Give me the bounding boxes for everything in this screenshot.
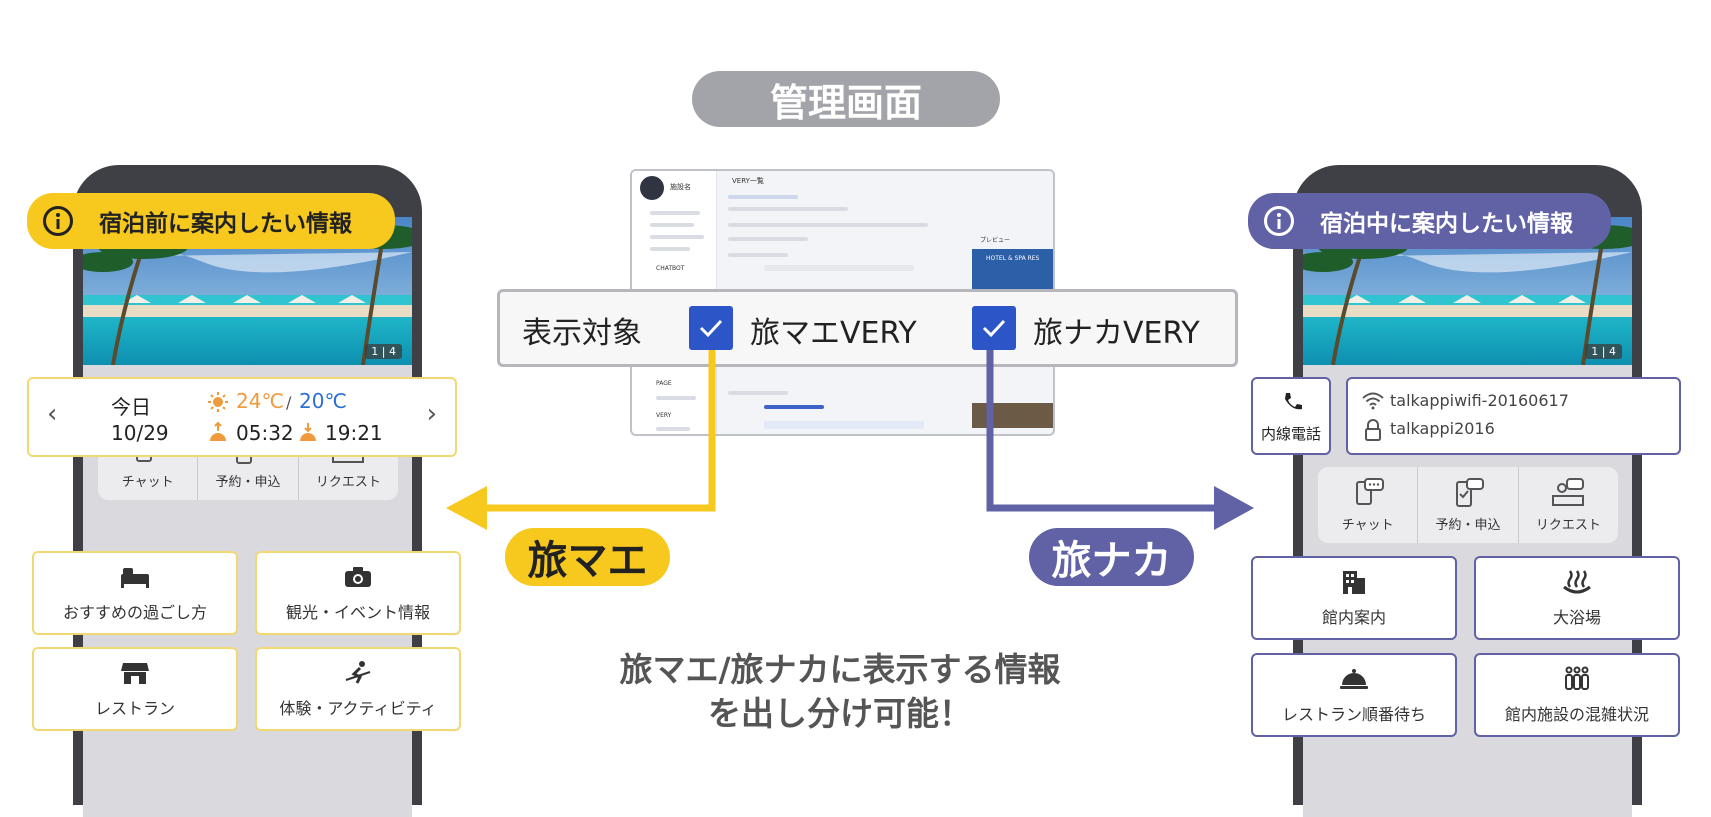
store-icon (121, 659, 149, 687)
before-stay-badge: 宿泊前に案内したい情報 (27, 193, 395, 249)
tile-public-bath[interactable]: 大浴場 (1474, 556, 1680, 640)
cloche-icon (1339, 665, 1369, 693)
tile-restaurant[interactable]: レストラン (32, 647, 238, 731)
temp-separator: / (286, 393, 292, 412)
caption: 旅マエ/旅ナカに表示する情報 を出し分け可能！ (560, 648, 1120, 736)
admin-header-title: VERY一覧 (732, 177, 764, 185)
temp-low: 20℃ (299, 389, 347, 413)
right-arrow-head (1214, 486, 1254, 530)
info-icon (43, 206, 73, 236)
during-stay-option-label: 旅ナカVERY (1033, 316, 1200, 351)
wifi-ssid: talkappiwifi-20160617 (1390, 391, 1569, 410)
sunrise-time: 05:32 (236, 421, 294, 445)
phone-screen: 1 | 4 チャット 予約・申込 リクエスト (83, 217, 412, 817)
during-stay-label: 旅ナカ (1029, 528, 1194, 586)
display-target-label: 表示対象 (522, 316, 642, 351)
phone-icon (1281, 391, 1303, 417)
reservation-action[interactable]: 予約・申込 (1418, 467, 1519, 543)
caption-line-2: を出し分け可能！ (708, 694, 972, 733)
ski-icon (344, 659, 372, 687)
weather-card: ‹ › 今日 10/29 24℃ / 20℃ 05:32 19:21 (27, 377, 457, 457)
extension-phone-label: 内線電話 (1260, 425, 1321, 443)
chat-action[interactable]: チャット (1318, 467, 1419, 543)
wifi-icon (1362, 392, 1384, 414)
lock-icon (1364, 419, 1382, 445)
image-pager: 1 | 4 (1585, 344, 1622, 359)
admin-title: 管理画面 (692, 71, 1000, 127)
date-label: 10/29 (111, 421, 169, 445)
during-stay-badge: 宿泊中に案内したい情報 (1248, 193, 1611, 249)
admin-preview-label: プレビュー (980, 237, 1011, 244)
request-action[interactable]: リクエスト (1519, 467, 1618, 543)
day-label: 今日 (111, 395, 151, 419)
image-pager: 1 | 4 (365, 344, 402, 359)
extension-phone-card[interactable]: 内線電話 (1251, 377, 1331, 455)
prev-day-button[interactable]: ‹ (47, 399, 58, 429)
admin-nav-page[interactable]: PAGE (656, 380, 672, 387)
hotel-banner-text: HOTEL & SPA RES (986, 255, 1040, 262)
wifi-card: talkappiwifi-20160617 talkappi2016 (1346, 377, 1681, 455)
chat-icon (1355, 477, 1384, 505)
display-target-bar: 表示対象 旅マエVERY 旅ナカVERY (497, 289, 1238, 367)
tile-facility-guide[interactable]: 館内案内 (1251, 556, 1457, 640)
bed-icon (120, 563, 150, 591)
sun-icon (207, 391, 229, 417)
admin-nav-very[interactable]: VERY (656, 412, 672, 419)
left-arrow-head (446, 486, 487, 530)
tile-facility-congestion[interactable]: 館内施設の混雑状況 (1474, 653, 1680, 737)
right-arrow-line (986, 350, 1230, 512)
caption-line-1: 旅マエ/旅ナカに表示する情報 (619, 650, 1061, 689)
wifi-password: talkappi2016 (1390, 419, 1495, 438)
hot-spring-icon (1562, 568, 1592, 596)
info-icon (1264, 206, 1294, 236)
tile-sightseeing-events[interactable]: 観光・イベント情報 (255, 551, 461, 635)
checkmark-icon (982, 319, 1006, 338)
sunset-time: 19:21 (325, 421, 383, 445)
sunrise-icon (207, 421, 229, 447)
building-icon (1341, 568, 1367, 596)
tile-recommended-stay[interactable]: おすすめの過ごし方 (32, 551, 238, 635)
checkmark-icon (699, 319, 723, 338)
temp-high: 24℃ (236, 389, 284, 413)
camera-icon (344, 563, 372, 591)
crowd-icon (1563, 665, 1591, 693)
request-icon (1552, 477, 1585, 506)
admin-brand-name: 施設名 (670, 183, 691, 191)
during-stay-checkbox[interactable] (972, 306, 1016, 350)
before-stay-phone: 1 | 4 チャット 予約・申込 リクエスト (73, 165, 422, 817)
sunset-icon (297, 421, 319, 447)
admin-logo (640, 176, 664, 200)
quick-actions: チャット 予約・申込 リクエスト (1318, 467, 1618, 543)
before-stay-checkbox[interactable] (689, 306, 733, 350)
left-arrow-line (470, 350, 716, 512)
tile-restaurant-waitlist[interactable]: レストラン順番待ち (1251, 653, 1457, 737)
tile-activities[interactable]: 体験・アクティビティ (255, 647, 461, 731)
next-day-button[interactable]: › (426, 399, 437, 429)
before-stay-option-label: 旅マエVERY (750, 316, 917, 351)
reservation-icon (1455, 477, 1484, 507)
admin-nav-chatbot[interactable]: CHATBOT (656, 265, 685, 272)
before-stay-label: 旅マエ (505, 528, 670, 586)
arrows (446, 350, 1254, 530)
